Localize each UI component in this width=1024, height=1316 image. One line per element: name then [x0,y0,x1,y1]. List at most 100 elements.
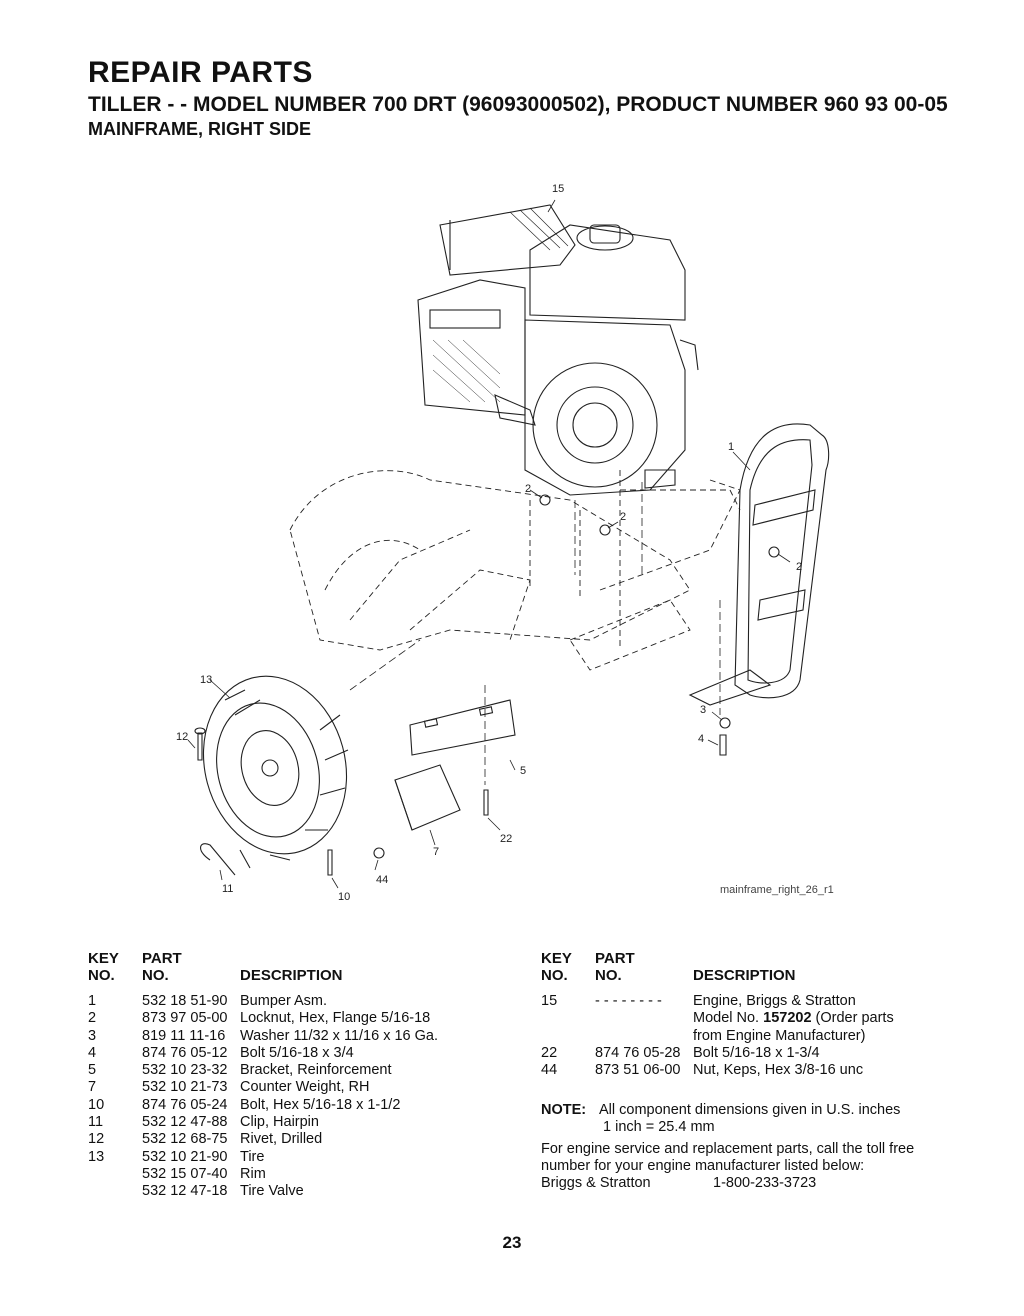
table-row: from Engine Manufacturer) [541,1028,894,1045]
callout-3: 3 [700,704,706,716]
dimension-note: NOTE: All component dimensions given in … [541,1102,981,1136]
callout-15: 15 [552,183,564,195]
callout-12: 12 [176,731,188,743]
callout-1: 1 [728,441,734,453]
part-number: 532 12 68-75 [142,1131,228,1148]
page-number: 23 [502,1233,522,1252]
part-number: - - - - - - - - [595,993,662,1009]
key-number: 11 [88,1114,104,1131]
key-number [88,1183,142,1200]
right-table-header: KEY PART NO. NO. DESCRIPTION [541,950,796,984]
service-line2: number for your engine manufacturer list… [541,1158,865,1174]
callout-13: 13 [200,674,212,686]
callout-44: 44 [376,874,388,886]
figure-reference: mainframe_right_26_r1 [720,884,834,896]
part-description: Model No. 157202 (Order parts [693,1010,894,1027]
callout-4: 4 [698,733,704,745]
table-row: 7 532 10 21-73 Counter Weight, RH [88,1079,438,1096]
manufacturer-name: Briggs & Stratton [541,1175,651,1191]
table-row: 44 873 51 06-00 Nut, Keps, Hex 3/8-16 unc [541,1062,894,1079]
part-description: Counter Weight, RH [240,1079,370,1096]
part-description: Bolt, Hex 5/16-18 x 1-1/2 [240,1096,401,1113]
part-number: 874 76 05-12 [142,1044,228,1061]
table-row: 3 819 11 11-16 Washer 11/32 x 11/16 x 16 G… [88,1028,438,1045]
part-number [595,1010,693,1027]
reinforcement-bracket-drawing [409,699,516,756]
hardware-drawing [194,482,780,876]
part-description: Locknut, Hex, Flange 5/16-18 [240,1010,431,1027]
callout-2b: 2 [620,511,626,523]
exploded-parts-diagram: 15 1 2 2 2 13 12 3 4 5 22 7 44 11 10 mai… [176,183,834,903]
key-number: 13 [88,1148,105,1165]
part-number: 532 10 21-73 [142,1079,228,1096]
key-number [541,1010,595,1027]
parts-list-right: 15- - - - - - - -Engine, Briggs & Stratt… [541,993,894,1079]
left-part-label: PART [142,950,182,967]
table-row: 15- - - - - - - -Engine, Briggs & Stratt… [541,993,894,1010]
part-description: Tire Valve [240,1183,304,1200]
key-number: 15 [541,993,558,1009]
service-line1: For engine service and replacement parts… [541,1141,915,1157]
part-description: Nut, Keps, Hex 3/8-16 unc [693,1062,864,1079]
callout-5: 5 [520,765,526,777]
key-number: 44 [541,1062,558,1079]
part-number: 532 12 47-18 [142,1183,228,1200]
table-row: 532 12 47-18 Tire Valve [88,1183,438,1200]
key-number: 22 [541,1044,558,1061]
part-number: 532 12 47-88 [142,1114,228,1131]
part-number: 532 15 07-40 [142,1165,228,1182]
callout-11: 11 [222,883,233,895]
key-number: 7 [88,1079,97,1096]
part-description-prefix: Model No. [693,1010,764,1027]
callout-2a: 2 [525,483,531,495]
part-description: Bracket, Reinforcement [240,1062,392,1079]
left-table-header: KEY PART NO. NO. DESCRIPTION [88,950,343,984]
left-part-no-label: NO. [142,967,169,984]
key-number: 1 [88,993,97,1009]
section-title: MAINFRAME, RIGHT SIDE [88,119,311,139]
part-description: Tire [240,1148,265,1165]
note-line1: All component dimensions given in U.S. i… [599,1102,901,1118]
part-number: 819 11 11-16 [142,1027,226,1044]
part-number: 874 76 05-24 [142,1096,228,1113]
engine-model-number: 157202 [763,1010,812,1027]
callout-22: 22 [500,833,512,845]
part-number: 873 51 06-00 [595,1062,681,1079]
callout-7: 7 [433,846,439,858]
note-line2: 1 inch = 25.4 mm [603,1119,715,1135]
part-description-suffix: (Order parts [811,1010,894,1027]
part-number: 532 18 51-90 [142,993,228,1009]
mainframe-drawing [289,470,741,671]
part-description: from Engine Manufacturer) [693,1027,866,1044]
tire-drawing [202,675,349,869]
right-key-label: KEY [541,950,572,967]
right-part-label: PART [595,950,635,967]
key-number: 5 [88,1062,97,1079]
part-description: Washer 11/32 x 11/16 x 16 Ga. [240,1027,439,1044]
callout-2c: 2 [796,561,802,573]
right-description-label: DESCRIPTION [693,967,796,984]
key-number: 3 [88,1027,97,1044]
left-description-label: DESCRIPTION [240,967,343,984]
service-note: For engine service and replacement parts… [541,1141,981,1192]
left-key-label: KEY [88,950,119,967]
key-number: 4 [88,1044,97,1061]
key-number: 2 [88,1010,97,1027]
page-title: REPAIR PARTS [88,56,313,89]
key-number [88,1166,142,1183]
table-row: Model No. 157202 (Order parts [541,1010,894,1027]
part-number [595,1028,693,1045]
part-description: Bolt 5/16-18 x 1-3/4 [693,1044,820,1061]
model-subtitle: TILLER - - MODEL NUMBER 700 DRT (9609300… [88,93,948,116]
left-key-no-label: NO. [88,967,115,984]
